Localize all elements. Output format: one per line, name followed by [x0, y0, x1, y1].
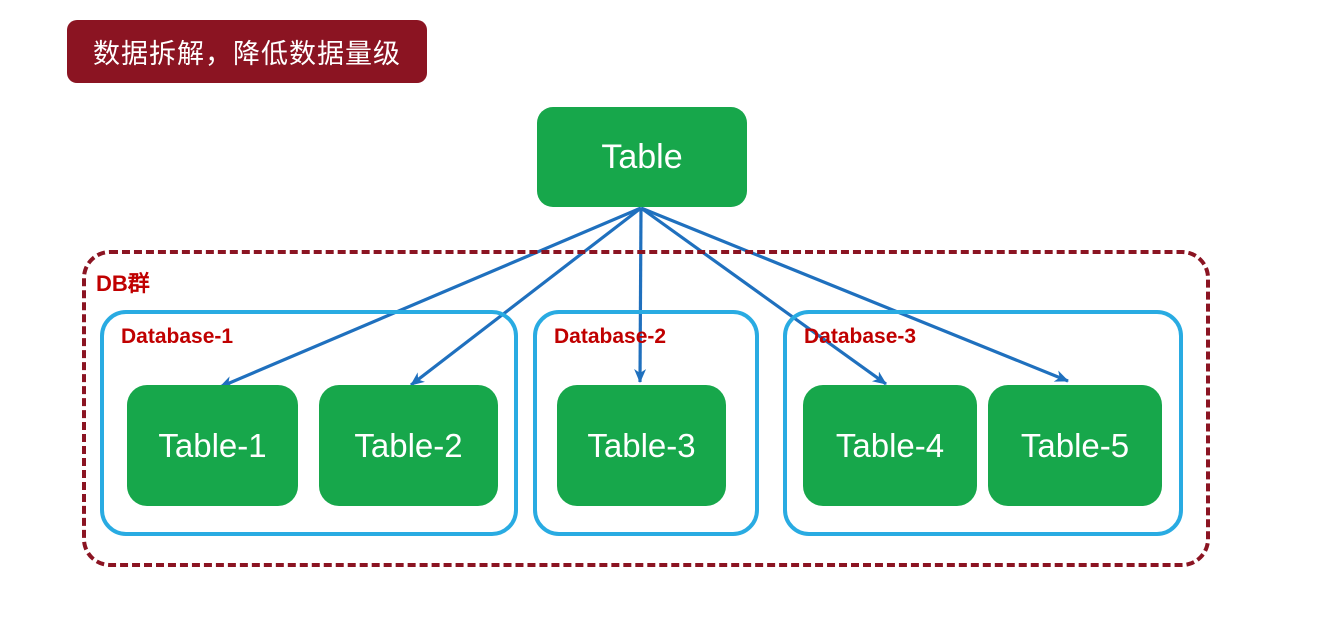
table-4-label: Table-4 [835, 426, 945, 464]
database-1-label: Database-1 [121, 325, 234, 348]
root-table-node: Table [537, 107, 747, 207]
database-2-label: Database-2 [554, 325, 667, 348]
root-table-label: Table [601, 137, 683, 176]
table-3-node: Table-3 [557, 385, 726, 506]
database-2-box: Database-2 [533, 310, 759, 536]
table-1-label: Table-1 [158, 426, 267, 464]
db-group-container: DB群 [82, 250, 1210, 567]
table-5-node: Table-5 [988, 385, 1162, 506]
table-2-label: Table-2 [354, 426, 463, 464]
db-group-label: DB群 [96, 271, 150, 296]
database-3-box: Database-3 [783, 310, 1183, 536]
table-1-node: Table-1 [127, 385, 298, 506]
table-5-label: Table-5 [1020, 426, 1130, 464]
title-banner-text: 数据拆解，降低数据量级 [93, 39, 401, 70]
database-1-box: Database-1 [100, 310, 518, 536]
table-2-node: Table-2 [319, 385, 498, 506]
table-3-label: Table-3 [587, 426, 696, 464]
title-banner: 数据拆解，降低数据量级 [67, 20, 427, 83]
database-3-label: Database-3 [804, 325, 917, 348]
table-4-node: Table-4 [803, 385, 977, 506]
